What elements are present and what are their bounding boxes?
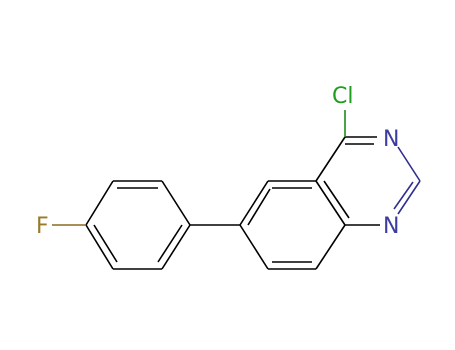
atom-cl: Cl	[332, 84, 353, 109]
atom-f: F	[36, 214, 49, 239]
bond-ph-c3-c4	[85, 180, 114, 226]
bond-c6-c7	[239, 224, 269, 270]
bond-ph-c1-c2	[161, 180, 191, 226]
bond-ph-c6-c1-inner	[157, 224, 183, 263]
atom-n1: N	[383, 214, 399, 239]
bond-c4a-c8a-inner	[323, 180, 350, 219]
bond-c8-c8a	[315, 224, 346, 270]
bond-c2-n1	[397, 180, 421, 215]
bond-n3-c2	[397, 146, 421, 182]
bond-c4-c4a	[315, 136, 346, 182]
bond-ph-c4-c5-inner	[93, 224, 118, 263]
bond-c2-n1-dash	[393, 181, 414, 210]
atom-n3: N	[383, 127, 399, 152]
bond-ph-c4-c5	[85, 224, 114, 270]
bond-c4a-c8a	[315, 180, 346, 226]
bond-ph-c6-c1	[161, 224, 191, 270]
bond-c5-c6	[239, 180, 269, 226]
bond-c5-c6-inner	[247, 188, 271, 226]
